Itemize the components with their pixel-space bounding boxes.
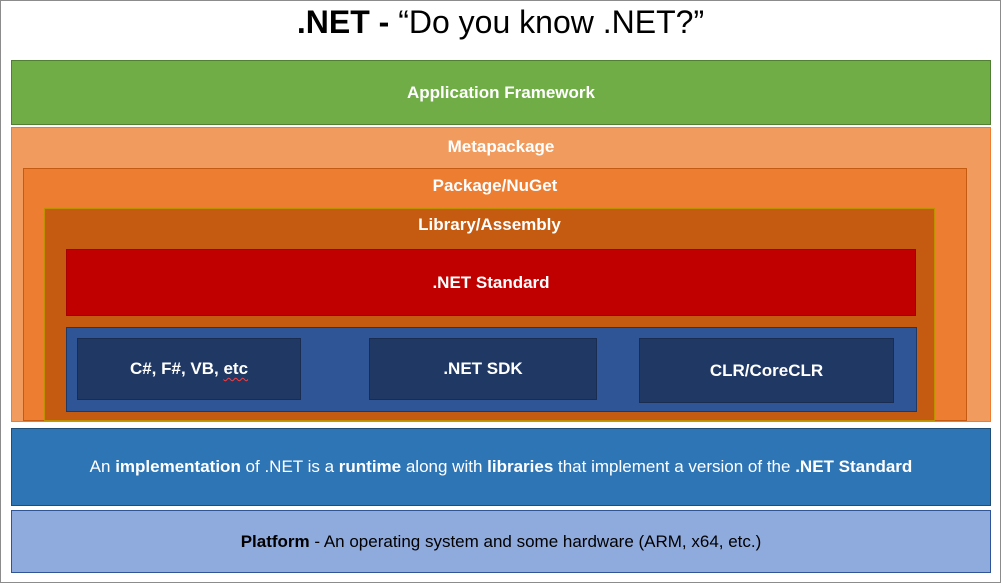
languages-box: C#, F#, VB, etc: [77, 338, 301, 400]
title-bold: .NET -: [296, 4, 399, 40]
languages-etc: etc: [223, 359, 249, 378]
metapackage-label: Metapackage: [447, 137, 555, 156]
diagram-title: .NET - “Do you know .NET?”: [0, 2, 1001, 42]
platform-text: - An operating system and some hardware …: [309, 531, 762, 551]
impl-bold-runtime: runtime: [338, 457, 402, 476]
application-framework-layer: Application Framework: [11, 60, 991, 125]
net-standard-layer: .NET Standard: [66, 249, 916, 316]
implementation-layer: An implementation of .NET is a runtime a…: [11, 428, 991, 506]
impl-text-1: An: [89, 457, 116, 476]
package-label: Package/NuGet: [432, 176, 558, 195]
languages-label: C#, F#, VB, etc: [130, 359, 248, 379]
impl-bold-net-standard: .NET Standard: [795, 457, 913, 476]
platform-description: Platform - An operating system and some …: [241, 532, 762, 552]
implementation-description: An implementation of .NET is a runtime a…: [90, 457, 913, 477]
impl-bold-implementation: implementation: [115, 457, 241, 476]
impl-text-2: of .NET is a: [240, 457, 339, 476]
impl-text-3: along with: [401, 457, 488, 476]
application-framework-label: Application Framework: [407, 82, 595, 102]
title-rest: “Do you know .NET?”: [398, 4, 705, 40]
net-sdk-box: .NET SDK: [369, 338, 597, 400]
platform-layer: Platform - An operating system and some …: [11, 510, 991, 573]
impl-text-4: that implement a version of the: [553, 457, 796, 476]
net-sdk-label: .NET SDK: [443, 359, 523, 378]
impl-bold-libraries: libraries: [487, 457, 554, 476]
net-standard-label: .NET Standard: [432, 272, 550, 292]
platform-bold: Platform: [240, 531, 310, 551]
clr-box: CLR/CoreCLR: [639, 338, 894, 403]
clr-label: CLR/CoreCLR: [709, 360, 824, 380]
library-label: Library/Assembly: [418, 215, 561, 234]
languages-prefix: C#, F#, VB,: [129, 359, 224, 378]
